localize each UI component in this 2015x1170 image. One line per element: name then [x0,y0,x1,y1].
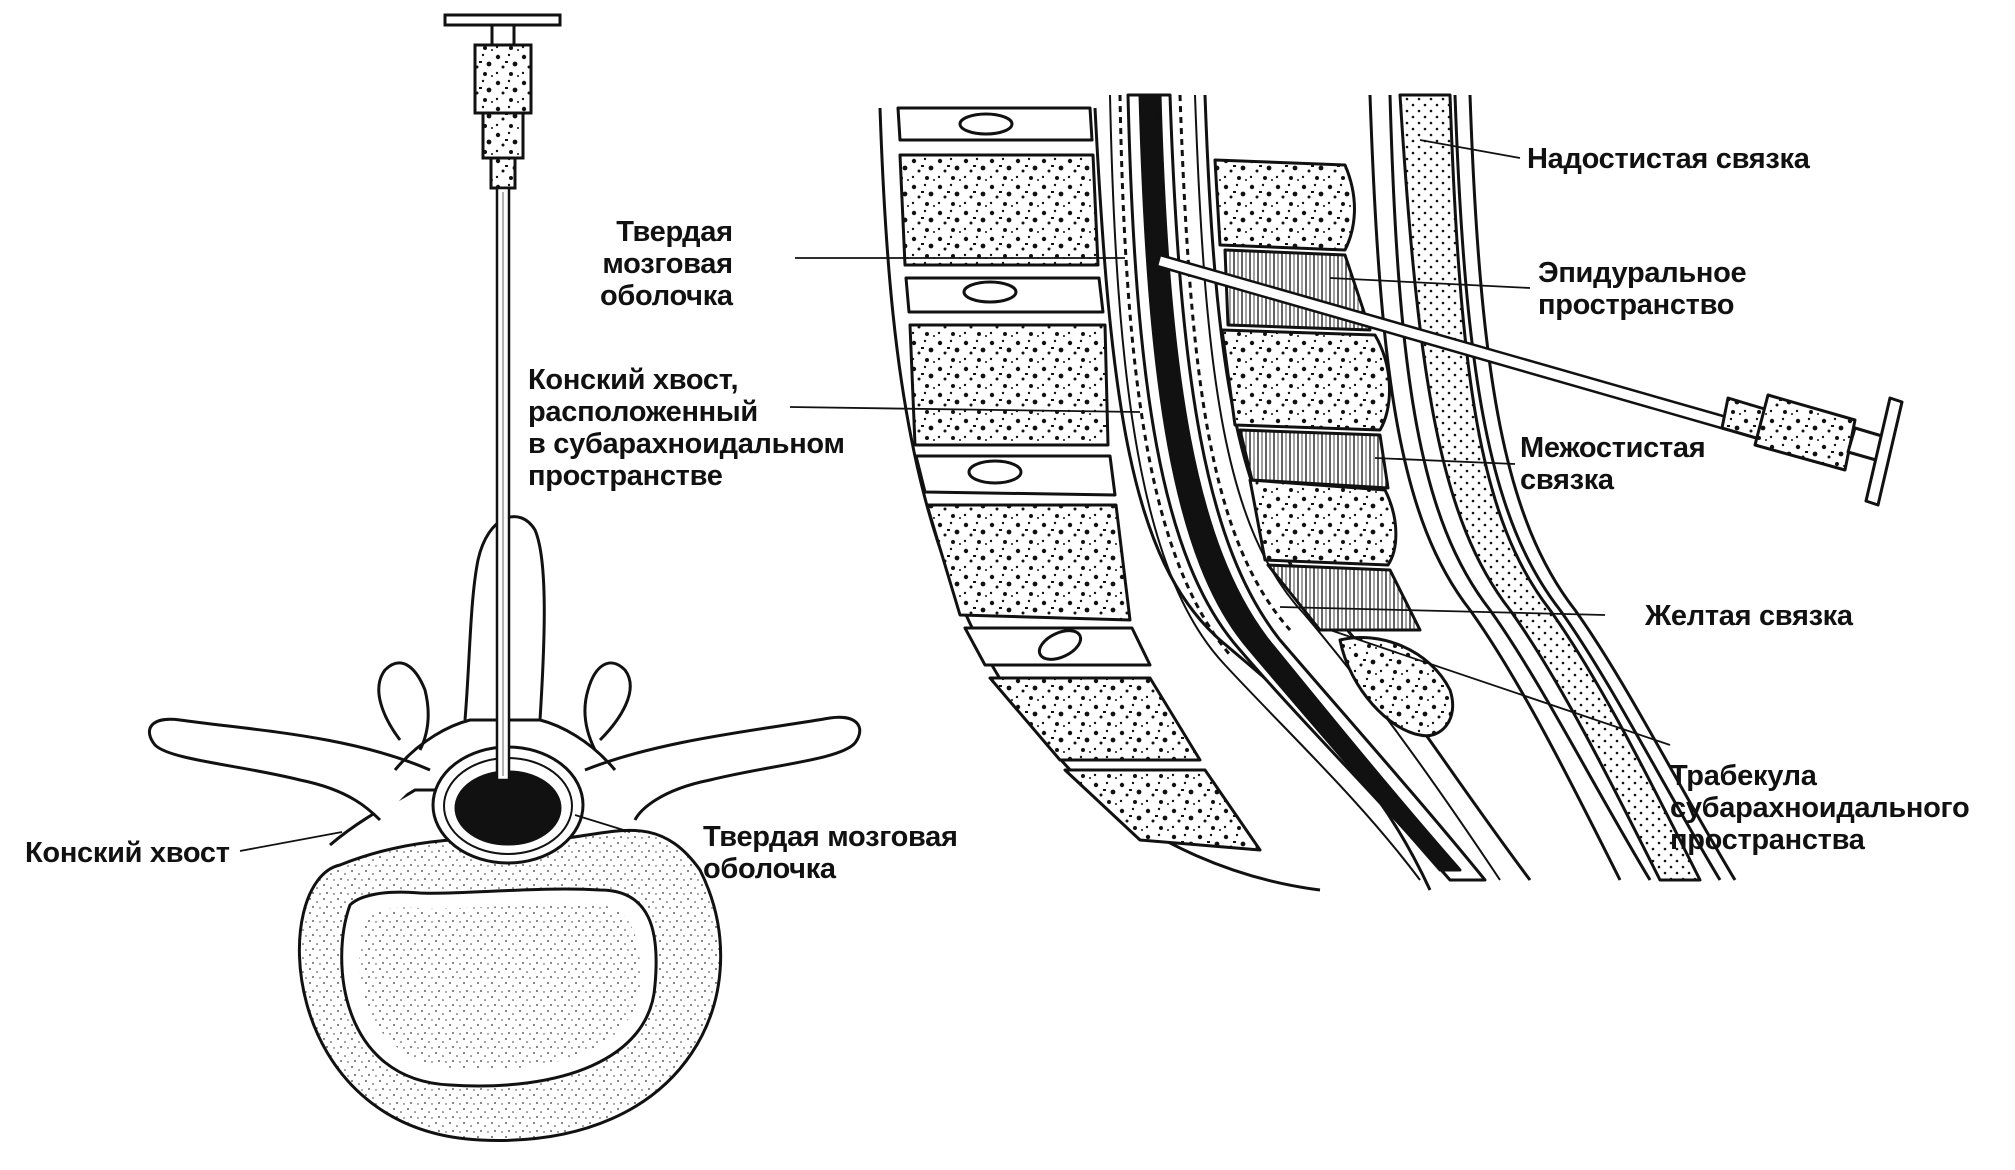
spinous-process-lower [1248,478,1398,567]
subcutaneous-fat [1398,93,1702,882]
label-dura-mater-upper: Твердая мозговая оболочка [600,216,733,312]
spinous-process-middle [1220,328,1391,432]
vertebral-bodies [896,106,1262,852]
transverse-process-left [147,717,431,822]
label-cauda-equina: Конский хвост [25,837,230,869]
needle-vertical [443,13,562,782]
label-supraspinous-ligament: Надостистая связка [1527,143,1810,175]
needle-diagonal [1155,253,1904,507]
label-cauda-equina-subarachnoid: Конский хвост, расположенный в субарахно… [528,364,845,492]
spine-sagittal-view [878,93,1737,892]
leader-lines [239,139,1671,852]
cauda-equina-sagittal [1138,93,1462,872]
spinous-process-upper [1213,158,1356,252]
cauda-equina-cross-section [454,770,562,846]
label-dura-mater-lower: Твердая мозговая оболочка [703,821,958,885]
label-epidural-space: Эпидуральное пространство [1538,257,1747,321]
transverse-process-right [584,715,862,821]
label-ligamentum-flavum: Желтая связка [1645,600,1853,632]
label-interspinous-ligament: Межостистая связка [1520,432,1706,496]
label-subarachnoid-trabecula: Трабекула субарахноидального пространств… [1670,760,1970,856]
